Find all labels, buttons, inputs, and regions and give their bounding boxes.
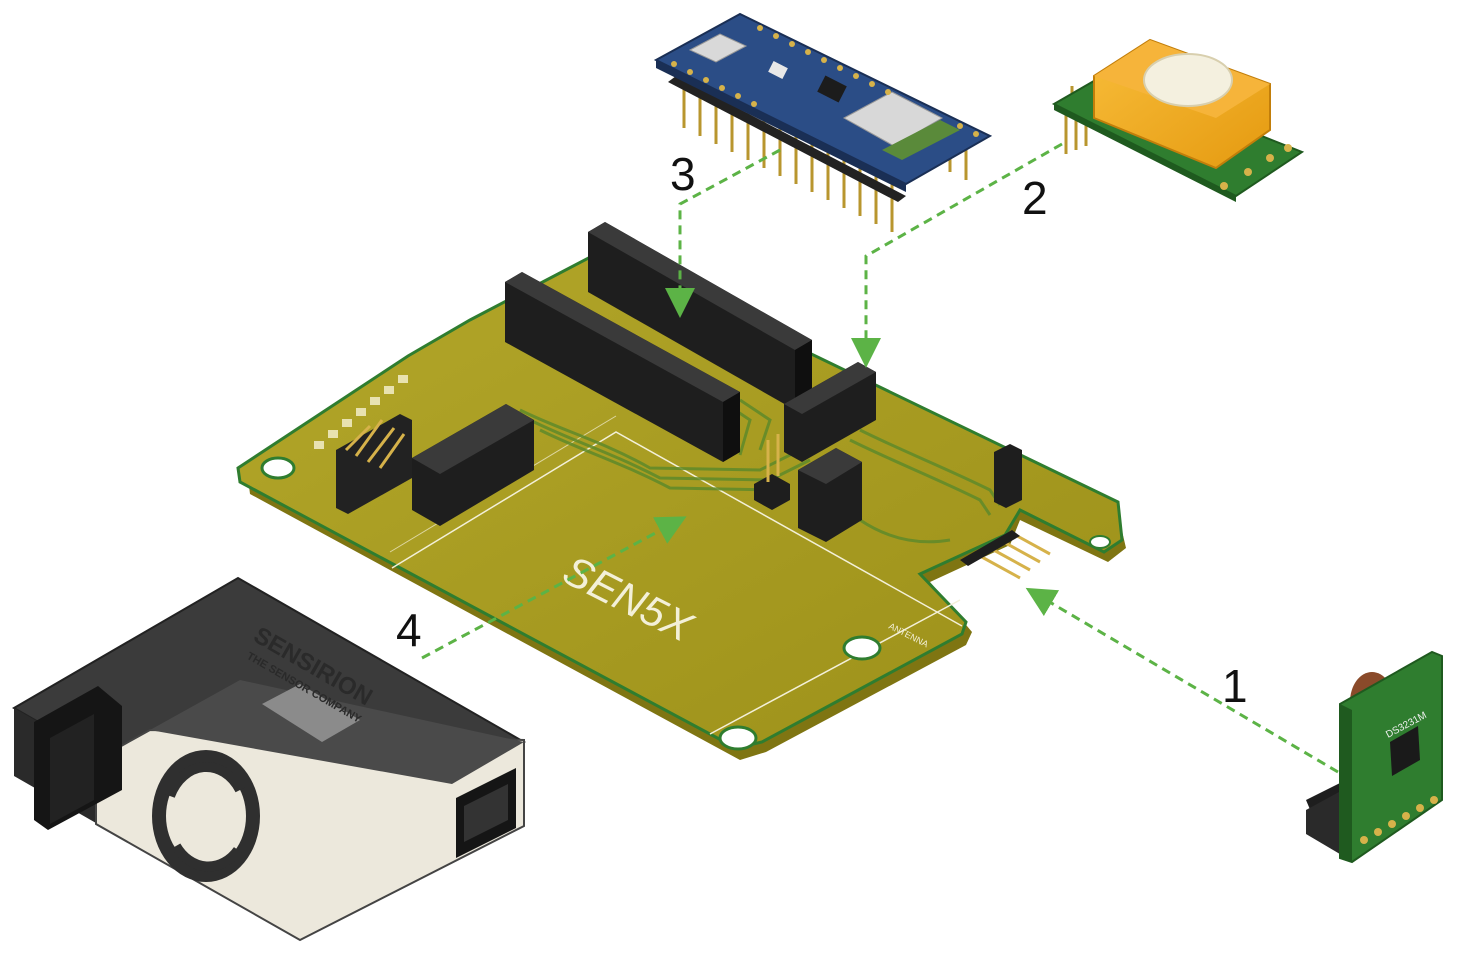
- mounting-hole: [842, 635, 882, 661]
- rtc-chip: [1390, 726, 1420, 776]
- carrier-pcb: SEN5X ANTENNA: [236, 250, 1126, 760]
- usb-connector: [688, 33, 748, 63]
- pcb-traces: [519, 398, 1002, 544]
- callout-1: 1: [1222, 660, 1248, 712]
- callout-4: 4: [396, 604, 422, 656]
- arrow-4: [421, 516, 687, 660]
- rtc-socket: [960, 444, 1051, 580]
- mounting-hole: [718, 725, 758, 751]
- test-pads: [314, 375, 408, 449]
- antenna-zone-outline: [709, 599, 961, 735]
- mounting-hole: [1089, 535, 1111, 549]
- callout-3: 3: [670, 148, 696, 200]
- pm-inlet: [262, 684, 360, 742]
- right-angle-pin-header: [336, 414, 412, 514]
- rtc-module: DS3231M: [1306, 650, 1443, 864]
- callout-2: 2: [1022, 172, 1048, 224]
- co2-sensing-window: [1143, 53, 1233, 107]
- arrow-2: [851, 142, 1063, 368]
- arduino-socket-front: [505, 272, 740, 462]
- arrow-3: [665, 148, 781, 318]
- sen5x-socket: [412, 404, 534, 526]
- assembly-arrows: [421, 142, 1339, 774]
- pm-sensor-module: SENSIRION THE SENSOR COMPANY: [11, 576, 527, 942]
- arduino-nano-module: [653, 12, 993, 232]
- jumper-header: [754, 434, 790, 510]
- mounting-hole: [260, 456, 296, 480]
- arrow-1: [1025, 587, 1339, 774]
- co2-sensor-module: [1051, 38, 1305, 202]
- aux-socket: [798, 448, 862, 542]
- wireless-module: [842, 91, 944, 147]
- sensor-zone-outline: [391, 431, 963, 627]
- co2-socket: [784, 362, 876, 462]
